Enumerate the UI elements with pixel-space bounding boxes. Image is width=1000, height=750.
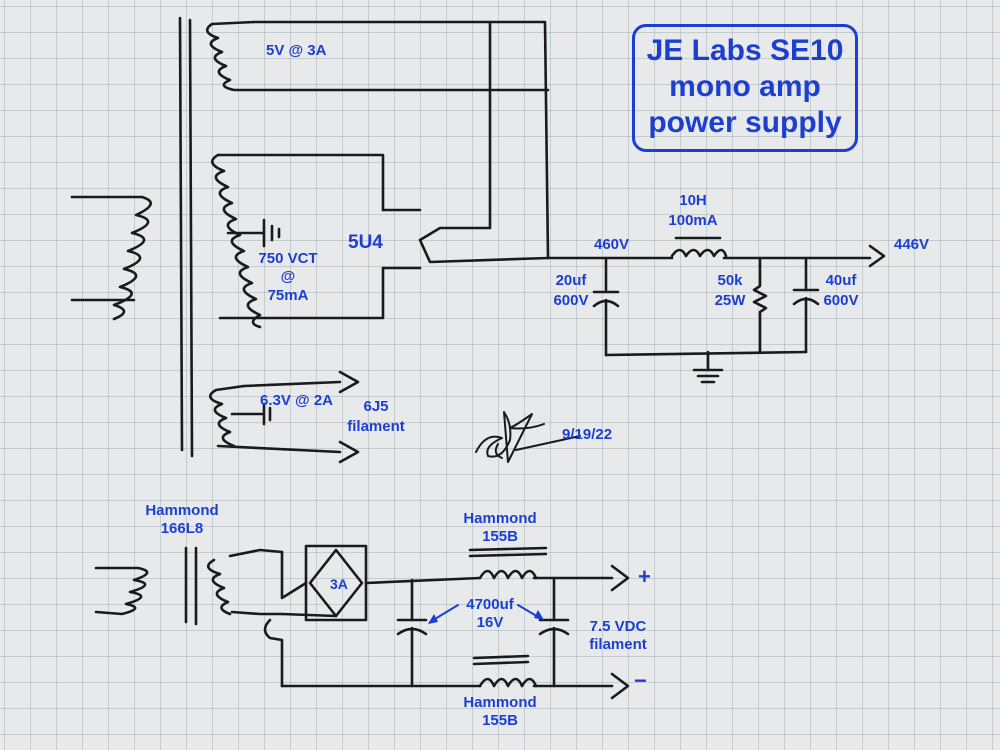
hv-winding-label-2: @ [280,268,296,285]
choke-top-label-1: Hammond [463,510,537,527]
cap2-voltage-label: 600V [823,292,859,309]
heater-load-label-1: 6J5 [363,398,389,415]
filament-choke-bottom [472,654,630,700]
resistor-value-label: 50k [717,272,743,289]
heater-winding [208,370,360,464]
minus-sign: − [634,668,647,693]
filament-choke-top [468,546,630,592]
5v-secondary-winding [205,20,550,260]
cap1-value-label: 20uf [555,272,587,289]
bridge-rating-label: 3A [330,576,348,592]
hv-secondary-winding [210,153,385,329]
choke-bottom-label-2: 155B [482,712,518,729]
choke-bottom-label-1: Hammond [463,694,537,711]
bridge-rectifier [263,544,482,688]
choke-top-label-2: 155B [482,528,518,545]
caps-label-2: 16V [476,614,504,631]
filament-output-label-1: 7.5 VDC [589,618,647,635]
rectifier-label: 5U4 [348,232,383,253]
power-transformer-core [178,16,194,458]
date-label: 9/19/22 [562,426,613,443]
cap1-voltage-label: 600V [553,292,589,309]
title-box: JE Labs SE10 mono amp power supply [632,24,858,152]
winding-5v-label: 5V @ 3A [266,42,327,59]
heater-load-label-2: filament [347,418,405,435]
cap2-value-label: 40uf [825,272,857,289]
hv-winding-label-3: 75mA [267,287,309,304]
resistor-power-label: 25W [714,292,746,309]
bleeder-resistor-50k [752,256,768,354]
cap-pointer-arrows [428,604,544,624]
plus-sign: + [638,564,651,589]
filament-transformer [94,546,284,626]
choke-value-label: 10H [679,192,707,209]
caps-label-1: 4700uf [466,596,514,613]
node-460v-label: 460V [594,236,630,253]
hv-output-rail [546,236,886,268]
filament-cap-1 [396,578,428,688]
choke-current-label: 100mA [668,212,718,229]
ground-rail [604,350,808,384]
title-line-3: power supply [648,106,842,139]
5u4-rectifier [381,20,550,270]
title-line-1: JE Labs SE10 [646,34,844,67]
filter-cap-20uf [592,256,620,357]
filter-cap-40uf [792,256,820,354]
hv-winding-label-1: 750 VCT [258,250,318,267]
primary-winding [70,195,152,321]
filament-transformer-label-2: 166L8 [160,520,204,537]
title-line-2: mono amp [669,70,821,103]
filament-cap-2 [538,576,570,688]
heater-winding-label: 6.3V @ 2A [260,392,333,409]
signature [475,411,581,463]
filament-transformer-label-1: Hammond [145,502,219,519]
output-446v-label: 446V [894,236,930,253]
filament-output-label-2: filament [589,636,647,653]
